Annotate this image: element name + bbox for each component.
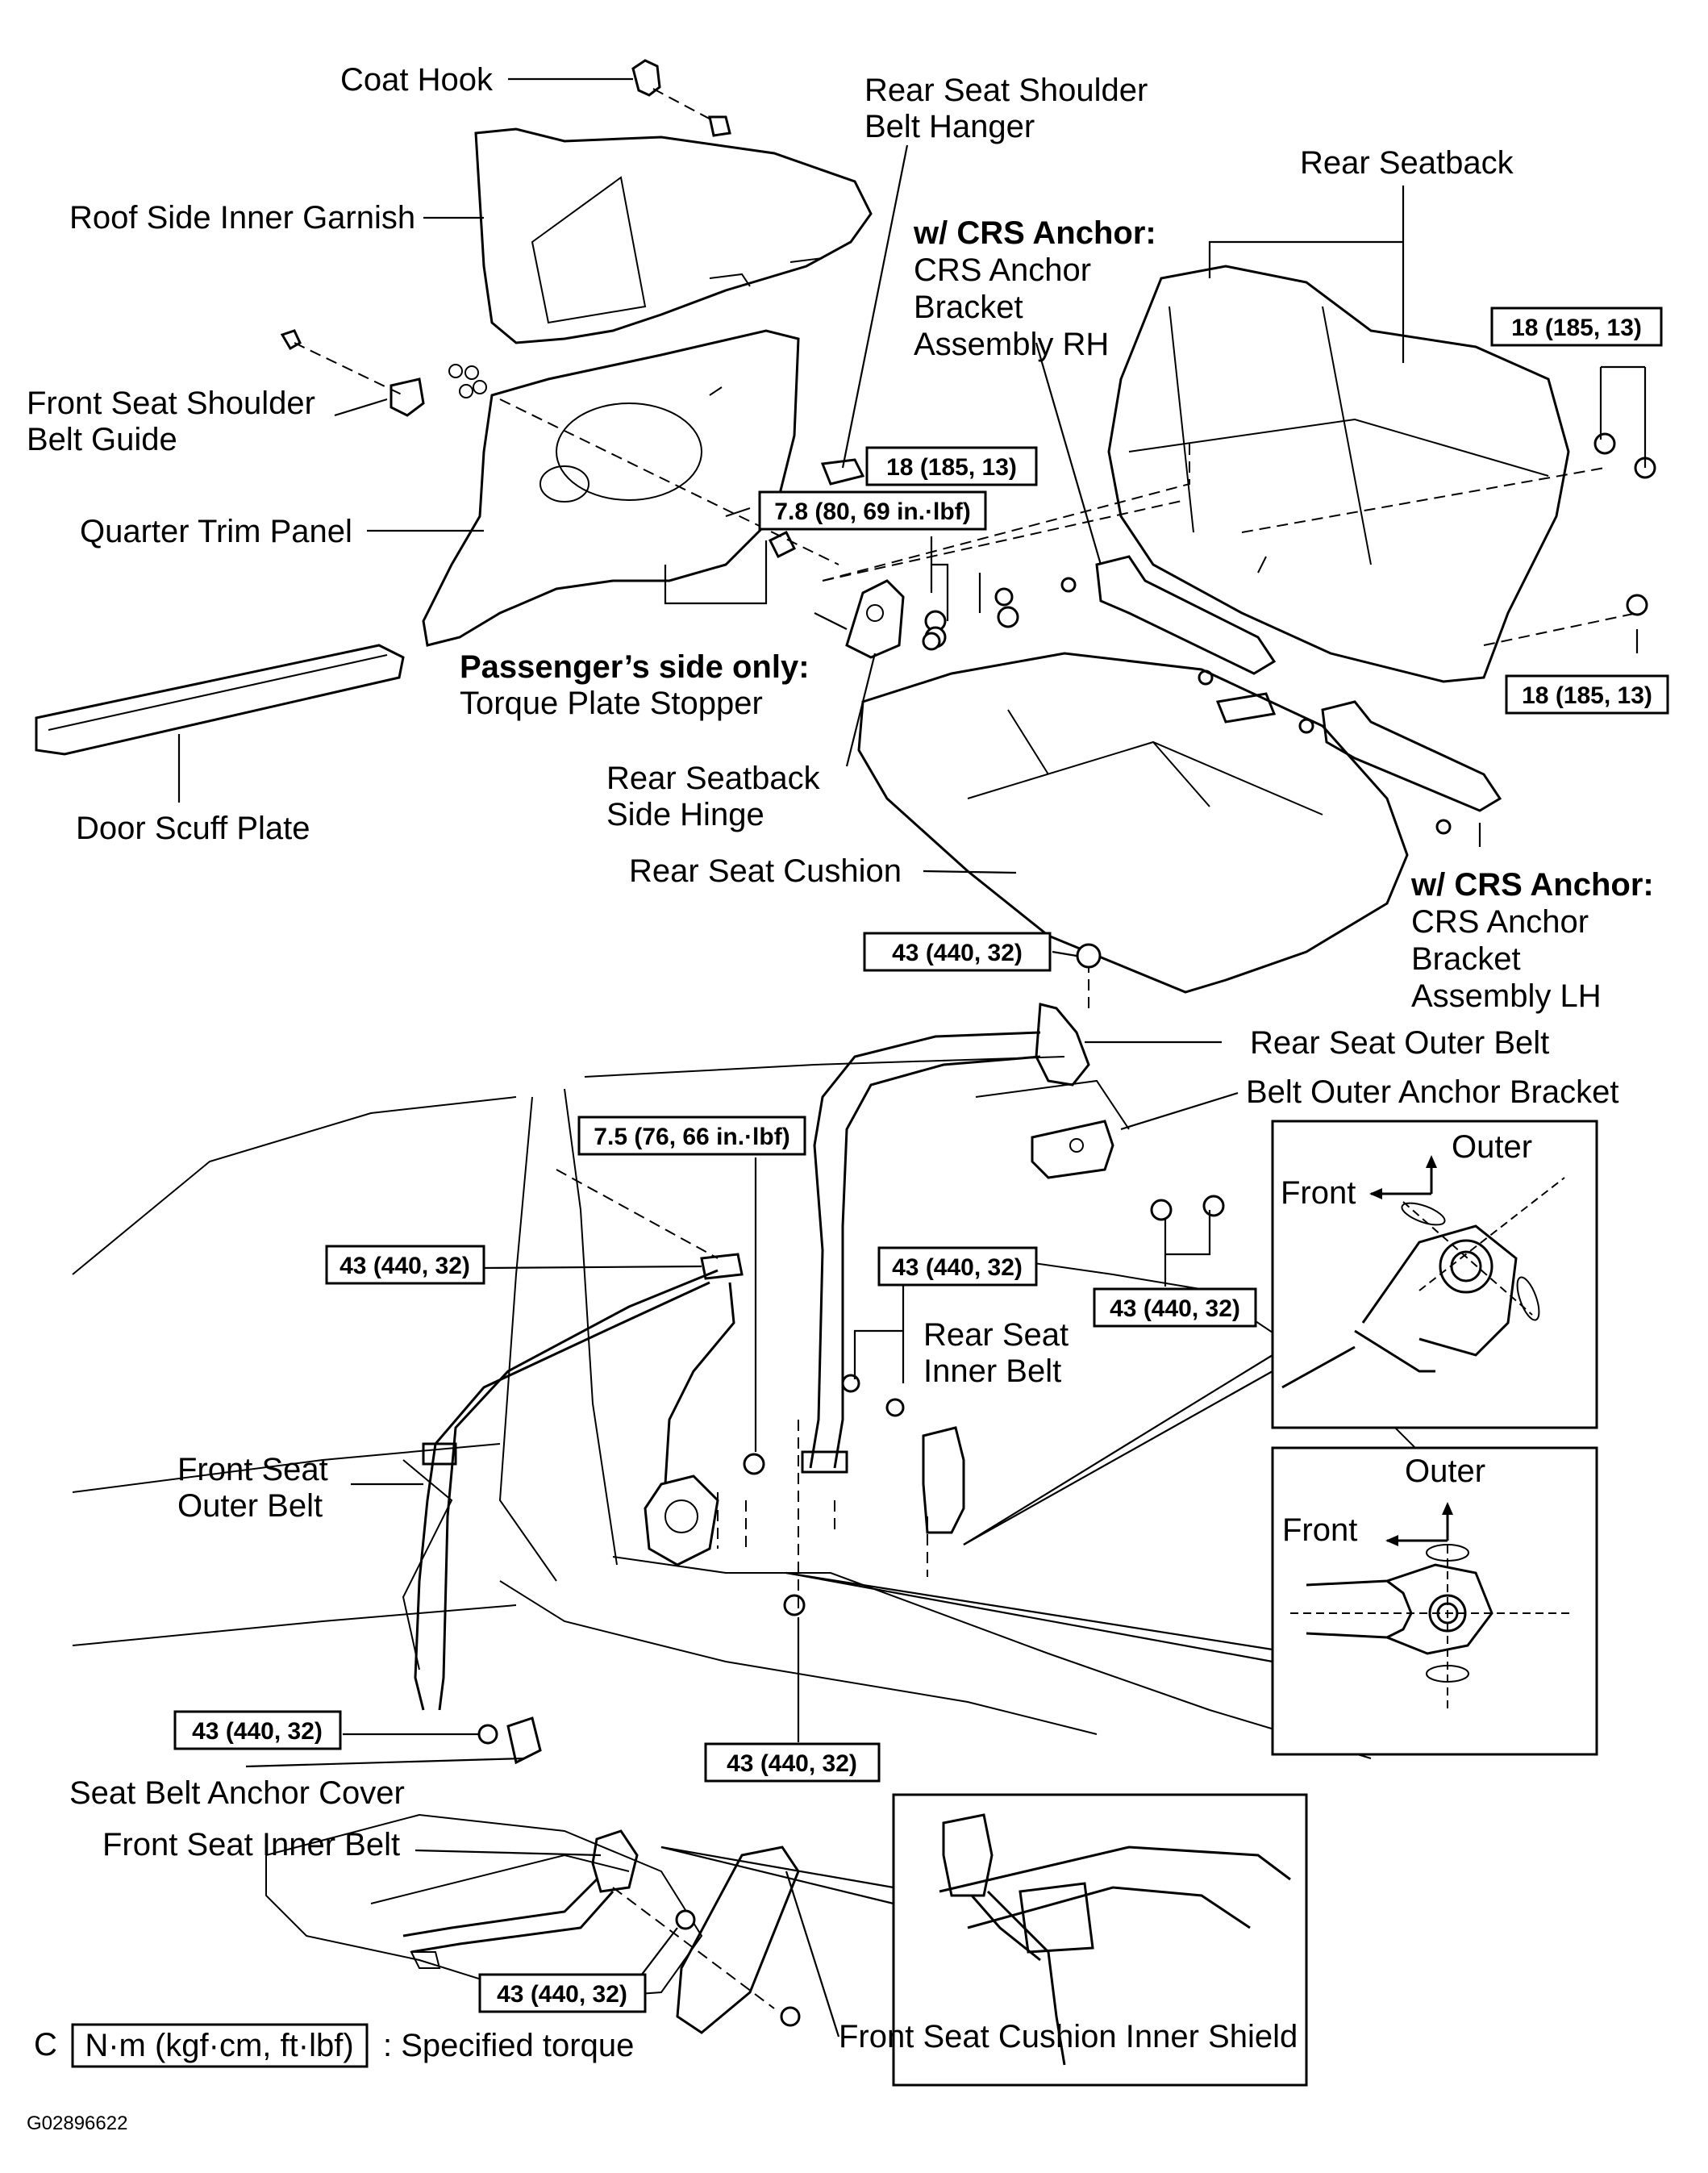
label-seat-belt-anchor-cover: Seat Belt Anchor Cover <box>69 1775 405 1811</box>
label-passenger-side-only: Passenger’s side only: <box>460 649 810 685</box>
crs-anchor-bracket-rh-part <box>1060 555 1277 686</box>
label-inset-outer-1: Outer <box>1452 1129 1532 1165</box>
front-seat-inner-belt-part <box>402 1829 639 1954</box>
label-front-seat-inner-belt: Front Seat Inner Belt <box>102 1827 400 1862</box>
torque-value: 43 (440, 32) <box>340 1253 470 1279</box>
label-rear-seat-cushion: Rear Seat Cushion <box>629 853 902 889</box>
label-front-seat-outer-belt-2: Outer Belt <box>177 1488 323 1524</box>
torque-value: 43 (440, 32) <box>1110 1295 1240 1322</box>
inset-front-inner-belt <box>892 1793 1308 2087</box>
torque-value: 43 (440, 32) <box>192 1718 323 1745</box>
torque-box-7-8: 7.8 (80, 69 in.·lbf) <box>758 490 987 531</box>
rear-seatback-side-hinge-part <box>768 499 1186 659</box>
front-seat-outer-belt-part <box>414 1253 744 1711</box>
figure-code: G02896622 <box>27 2113 127 2134</box>
label-door-scuff-plate: Door Scuff Plate <box>76 811 310 846</box>
label-rear-seatback-side-hinge-1: Rear Seatback <box>606 761 821 796</box>
mounting-lines <box>556 1169 928 1613</box>
label-crs-rh-head: w/ CRS Anchor: <box>913 215 1156 251</box>
roof-side-inner-garnish-part <box>474 127 873 344</box>
torque-box-43-anchor-cover: 43 (440, 32) <box>173 1710 342 1750</box>
rear-seat-cushion-part <box>857 652 1409 994</box>
label-inset-front-1: Front <box>1281 1175 1356 1211</box>
bolts <box>743 587 1014 1616</box>
belt-outer-anchor-bracket-part <box>975 1079 1225 1221</box>
label-belt-outer-anchor-bracket: Belt Outer Anchor Bracket <box>1246 1074 1618 1110</box>
label-front-seat-outer-belt-1: Front Seat <box>177 1452 328 1487</box>
torque-box-43-front-upper: 43 (440, 32) <box>325 1245 485 1285</box>
torque-value: 18 (185, 13) <box>1522 682 1652 709</box>
label-rear-seat-shoulder-belt-hanger-2: Belt Hanger <box>864 109 1035 144</box>
label-front-seat-shoulder-belt-guide-2: Belt Guide <box>27 422 177 457</box>
label-torque-plate-stopper: Torque Plate Stopper <box>460 686 763 721</box>
label-front-seat-shoulder-belt-guide-1: Front Seat Shoulder <box>27 386 315 421</box>
label-coat-hook: Coat Hook <box>340 62 494 98</box>
quarter-trim-panel-part <box>422 329 839 647</box>
label-crs-rh-1: CRS Anchor <box>914 252 1091 288</box>
torque-value: 18 (185, 13) <box>1511 315 1642 341</box>
torque-box-43-floor: 43 (440, 32) <box>704 1742 881 1783</box>
rear-seat-inner-belt-part <box>841 1374 965 1534</box>
coat-hook-part <box>631 59 731 137</box>
torque-box-43-cushion: 43 (440, 32) <box>863 932 1052 972</box>
label-crs-rh-3: Assembly RH <box>914 327 1109 362</box>
vehicle-body-outline <box>72 1056 1452 2002</box>
torque-value: 43 (440, 32) <box>727 1750 857 1777</box>
torque-box-7-5: 7.5 (76, 66 in.·lbf) <box>577 1116 806 1156</box>
rear-seat-outer-belt-part <box>801 943 1102 1474</box>
torque-value: 7.5 (76, 66 in.·lbf) <box>594 1124 789 1150</box>
torque-value: 18 (185, 13) <box>886 454 1017 481</box>
torque-box-18-low: 18 (185, 13) <box>1505 674 1669 715</box>
label-crs-lh-3: Assembly LH <box>1411 978 1602 1014</box>
front-seat-shoulder-belt-guide-part <box>280 329 487 417</box>
label-leaders <box>177 77 1647 2037</box>
label-inset-outer-2: Outer <box>1405 1454 1485 1489</box>
legend-unit: N·m (kgf·cm, ft·lbf) <box>85 2028 353 2063</box>
label-crs-lh-2: Bracket <box>1411 941 1521 977</box>
torque-box-43-buckle: 43 (440, 32) <box>478 1973 647 2013</box>
legend-text: : Specified torque <box>383 2028 634 2063</box>
torque-value: 43 (440, 32) <box>497 1981 627 2008</box>
inset-leaders <box>660 1354 1273 1905</box>
label-rear-seat-outer-belt: Rear Seat Outer Belt <box>1250 1025 1549 1061</box>
label-roof-side-inner-garnish: Roof Side Inner Garnish <box>69 200 415 236</box>
inset-rear-outer-belt <box>1271 1120 1598 1429</box>
seat-belt-anchor-cover-part <box>477 1716 542 1765</box>
door-scuff-plate-part <box>35 644 405 756</box>
torque-box-18-rh: 18 (185, 13) <box>1490 307 1663 347</box>
front-seat-cushion-inner-shield-part <box>612 1846 801 2034</box>
torque-value: 7.8 (80, 69 in.·lbf) <box>774 498 970 525</box>
torque-box-43-inner: 43 (440, 32) <box>877 1246 1038 1287</box>
crs-anchor-bracket-lh-part <box>1298 700 1502 835</box>
label-crs-lh-head: w/ CRS Anchor: <box>1410 867 1654 903</box>
torque-box-18-hinge: 18 (185, 13) <box>865 446 1038 486</box>
label-rear-seat-inner-belt-2: Inner Belt <box>923 1353 1061 1389</box>
label-crs-lh-1: CRS Anchor <box>1411 904 1589 940</box>
label-crs-rh-2: Bracket <box>914 290 1023 325</box>
label-rear-seatback: Rear Seatback <box>1300 145 1514 181</box>
torque-legend: C N·m (kgf·cm, ft·lbf) : Specified torqu… <box>34 2023 634 2068</box>
label-front-seat-cushion-inner-shield: Front Seat Cushion Inner Shield <box>839 2019 1298 2054</box>
label-inset-front-2: Front <box>1282 1512 1357 1548</box>
label-rear-seatback-side-hinge-2: Side Hinge <box>606 797 764 832</box>
torque-value: 43 (440, 32) <box>892 1254 1023 1281</box>
label-rear-seat-inner-belt-1: Rear Seat <box>923 1317 1069 1353</box>
label-quarter-trim-panel: Quarter Trim Panel <box>80 514 352 549</box>
legend-letter: C <box>34 2027 57 2062</box>
torque-box-43-bracket: 43 (440, 32) <box>1093 1287 1257 1328</box>
inset-rear-inner-belt <box>1271 1446 1598 1756</box>
torque-value: 43 (440, 32) <box>892 940 1023 966</box>
label-rear-seat-shoulder-belt-hanger-1: Rear Seat Shoulder <box>864 73 1148 108</box>
